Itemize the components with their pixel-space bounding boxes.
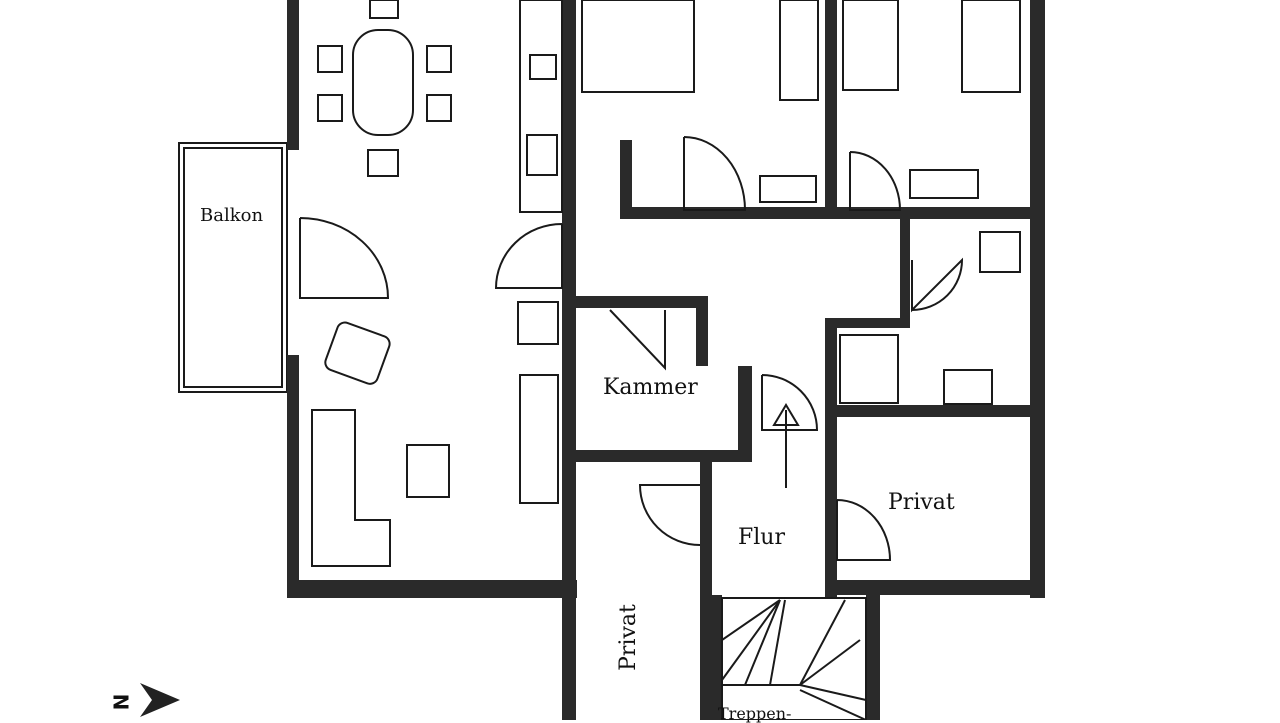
north-arrow-icon: [140, 683, 180, 717]
bed-left: [842, 0, 899, 91]
room-label-stairs: Treppen-: [718, 704, 792, 723]
room-label-storage: Kammer: [603, 375, 698, 400]
sofa: [311, 409, 391, 567]
room-label-private-lower: Privat: [615, 604, 641, 671]
desk: [759, 175, 817, 203]
kitchen-counter: [519, 0, 563, 213]
chair-icons: [317, 0, 452, 177]
washbasin: [943, 369, 993, 405]
dining-table: [352, 29, 414, 136]
stove-icon: [526, 134, 558, 176]
balcony-outline: [178, 142, 288, 393]
door-swings: [299, 136, 964, 561]
bed-right: [961, 0, 1021, 93]
balcony-inner: [183, 147, 283, 388]
room-label-balcony: Balkon: [200, 205, 264, 226]
walls: [287, 0, 1045, 720]
shower: [839, 334, 899, 404]
room-label-private-right: Privat: [888, 490, 955, 515]
desk-2: [909, 169, 979, 199]
armchair: [324, 321, 391, 385]
room-label-hallway: Flur: [738, 525, 785, 550]
toilet: [979, 231, 1021, 273]
staircase: [721, 597, 867, 720]
side-table: [406, 444, 450, 498]
entry-arrow-icon: [772, 403, 800, 488]
sideboard: [519, 374, 559, 504]
cabinet: [517, 301, 559, 345]
north-label: N: [109, 693, 134, 711]
sink-icon: [529, 54, 557, 80]
shelf: [779, 0, 819, 101]
bed-bunk: [581, 0, 695, 93]
